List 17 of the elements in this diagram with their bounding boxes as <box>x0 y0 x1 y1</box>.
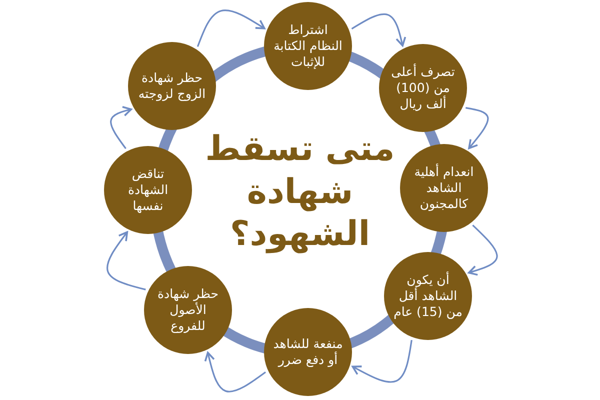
step-text: حظر شهادة الزوج لزوجته <box>137 70 207 102</box>
title: متى تسقط شهادة الشهود؟ <box>205 128 395 256</box>
arrow <box>110 106 132 150</box>
step-text: تناقض الشهادة نفسها <box>126 166 170 214</box>
arrow <box>351 13 406 47</box>
step-text: منفعة للشاهد أو دفع ضرر <box>272 336 344 368</box>
arrow <box>466 106 489 150</box>
arrow <box>468 224 498 276</box>
step-text: اشتراط النظام الكتابة للإثبات <box>272 22 344 70</box>
arrow <box>196 10 266 47</box>
step-text: انعدام أهلية الشاهد كالمجنون <box>413 164 475 212</box>
arrow <box>106 231 146 290</box>
arrow <box>352 340 412 383</box>
step-text: حظر شهادة الأصول للفروع <box>156 286 220 334</box>
arrow <box>204 352 266 392</box>
step-text: تصرف أعلى من (100) ألف ريال <box>390 64 456 112</box>
step-text: أن يكون الشاهد أقل من (15) عام <box>392 272 464 320</box>
